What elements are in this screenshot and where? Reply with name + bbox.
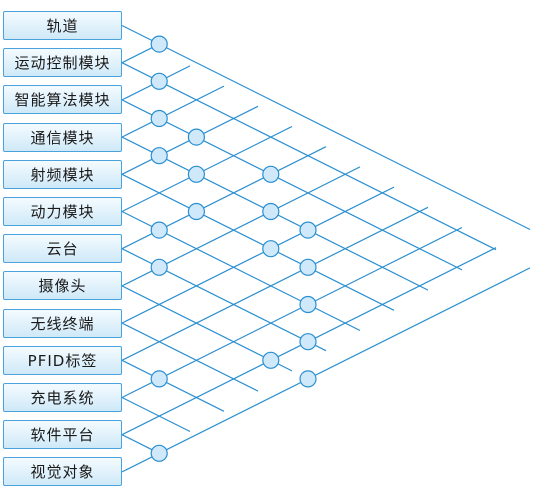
- grid-line-down: [121, 173, 395, 311]
- grid-line-down: [121, 62, 497, 251]
- grid-line-down: [121, 359, 225, 412]
- grid-line-down: [121, 322, 259, 392]
- relation-node: [187, 165, 205, 183]
- relation-node: [299, 295, 317, 314]
- module-box: 无线终端: [3, 308, 122, 338]
- relation-node: [262, 240, 280, 258]
- relation-node: [262, 202, 280, 221]
- relation-node: [150, 370, 168, 388]
- module-box: 视觉对象: [3, 457, 122, 487]
- relation-node: [299, 221, 317, 239]
- grid-line-up: [121, 206, 429, 361]
- grid-line-up: [121, 267, 531, 473]
- grid-line-down: [121, 99, 463, 271]
- relation-node: [150, 444, 168, 462]
- module-box: 充电系统: [3, 383, 122, 412]
- module-box: 射频模块: [3, 159, 122, 189]
- module-box: 通信模块: [3, 122, 122, 152]
- relation-node: [299, 258, 317, 276]
- relation-node: [262, 165, 280, 183]
- relation-node: [150, 72, 168, 90]
- relation-node: [299, 370, 317, 388]
- module-box: PFID标签: [3, 345, 122, 375]
- grid-line-down: [121, 434, 157, 453]
- grid-line-down: [121, 396, 191, 433]
- grid-line-up: [121, 125, 293, 213]
- module-box: 运动控制模块: [3, 48, 122, 78]
- relation-node: [150, 258, 168, 276]
- grid-line-down: [121, 24, 531, 231]
- relation-node: [150, 147, 168, 165]
- module-box: 智能算法模块: [3, 85, 122, 115]
- grid-line-up: [121, 226, 463, 399]
- grid-line-up: [121, 85, 225, 138]
- module-box: 轨道: [3, 11, 122, 40]
- relation-node: [150, 221, 168, 239]
- relation-node: [299, 333, 317, 351]
- relation-node: [150, 109, 168, 128]
- module-box: 软件平台: [3, 420, 122, 450]
- grid-line-up: [121, 186, 395, 324]
- relation-node: [150, 35, 168, 53]
- module-box: 云台: [3, 234, 122, 264]
- grid-line-up: [121, 45, 157, 64]
- relation-node: [187, 202, 205, 221]
- module-box: 摄像头: [3, 271, 122, 301]
- relation-node: [262, 351, 280, 369]
- module-box: 动力模块: [3, 197, 122, 226]
- relation-node: [187, 128, 205, 146]
